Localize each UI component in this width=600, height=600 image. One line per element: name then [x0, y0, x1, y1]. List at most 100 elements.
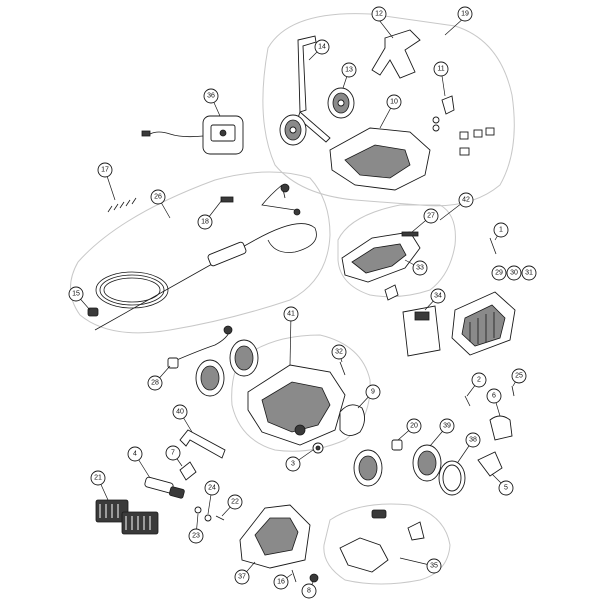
- callout-6: 6: [486, 388, 502, 404]
- svg-text:31: 31: [525, 270, 533, 277]
- callout-3: 3: [285, 456, 301, 472]
- svg-text:16: 16: [277, 579, 285, 586]
- svg-text:40: 40: [176, 409, 184, 416]
- motor-cable-part: [167, 325, 233, 369]
- callout-11: 11: [433, 61, 449, 77]
- svg-text:5: 5: [504, 485, 508, 492]
- callout-38: 38: [465, 432, 481, 448]
- wheel-cover-part: [464, 385, 515, 477]
- svg-text:19: 19: [461, 11, 469, 18]
- bracket-part: [179, 429, 226, 459]
- power-supply-part: [141, 115, 244, 155]
- svg-text:35: 35: [430, 563, 438, 570]
- svg-text:20: 20: [410, 423, 418, 430]
- svg-text:11: 11: [437, 66, 444, 73]
- washers-part: [194, 506, 225, 522]
- svg-text:34: 34: [434, 293, 442, 300]
- callout-5: 5: [498, 480, 514, 496]
- callout-23: 23: [188, 528, 204, 544]
- callout-1: 1: [493, 222, 509, 238]
- callout-32: 32: [331, 344, 347, 360]
- drive-motor-part: [339, 509, 425, 573]
- callout-30: 30: [506, 265, 522, 281]
- callout-34: 34: [430, 288, 446, 304]
- callout-41: 41: [283, 306, 299, 322]
- svg-text:10: 10: [390, 99, 398, 106]
- screw-part: [489, 237, 497, 255]
- svg-text:33: 33: [416, 265, 424, 272]
- caddy-clip-part: [371, 29, 421, 79]
- callout-29: 29: [491, 265, 507, 281]
- svg-text:22: 22: [231, 499, 239, 506]
- svg-text:1: 1: [499, 227, 503, 234]
- callout-16: 16: [273, 574, 289, 590]
- svg-text:3: 3: [291, 461, 295, 468]
- callout-2: 2: [471, 372, 487, 388]
- callout-15: 15: [68, 286, 84, 302]
- svg-text:9: 9: [371, 389, 375, 396]
- callout-40: 40: [172, 404, 188, 420]
- callout-19: 19: [457, 6, 473, 22]
- callout-9: 9: [365, 384, 381, 400]
- callout-12: 12: [371, 6, 387, 22]
- callout-13: 13: [341, 62, 357, 78]
- callout-26: 26: [150, 189, 166, 205]
- group-outline-body: [231, 334, 371, 452]
- svg-text:8: 8: [307, 588, 311, 595]
- robot-body-part: [247, 364, 346, 446]
- svg-text:15: 15: [72, 291, 80, 298]
- svg-text:14: 14: [318, 44, 326, 51]
- callout-28: 28: [147, 375, 163, 391]
- callout-33: 33: [412, 260, 428, 276]
- callout-27: 27: [423, 208, 439, 224]
- svg-text:36: 36: [207, 93, 215, 100]
- callout-10: 10: [386, 94, 402, 110]
- svg-text:2: 2: [477, 377, 481, 384]
- callout-4: 4: [127, 446, 143, 462]
- callout-14: 14: [314, 39, 330, 55]
- motor-housing-part: [239, 504, 311, 569]
- group-outlines: [70, 13, 515, 585]
- svg-text:17: 17: [101, 167, 109, 174]
- filter-frame-part: [402, 305, 441, 357]
- latch-part: [384, 284, 399, 301]
- svg-text:28: 28: [151, 380, 159, 387]
- cable-connector-part: [87, 307, 99, 317]
- group-outline-cable: [70, 171, 331, 334]
- clamp-part: [179, 461, 197, 481]
- callout-7: 7: [165, 445, 181, 461]
- axle-cap-part: [391, 439, 403, 451]
- filter-basket-part: [451, 291, 516, 356]
- callout-39: 39: [439, 418, 455, 434]
- svg-text:6: 6: [492, 393, 496, 400]
- fasteners-part: [107, 196, 234, 213]
- svg-text:41: 41: [287, 311, 295, 318]
- group-outline-top-cover: [337, 204, 456, 298]
- callout-35: 35: [426, 558, 442, 574]
- svg-text:4: 4: [133, 451, 137, 458]
- callout-25: 25: [511, 368, 527, 384]
- callout-21: 21: [90, 470, 106, 486]
- callout-24: 24: [204, 480, 220, 496]
- wheel-pair-part: [195, 339, 259, 397]
- tire-part: [438, 460, 466, 496]
- callout-22: 22: [227, 494, 243, 510]
- svg-text:23: 23: [192, 533, 200, 540]
- callout-31: 31: [521, 265, 537, 281]
- callout-17: 17: [97, 162, 113, 178]
- svg-text:30: 30: [510, 270, 518, 277]
- svg-text:18: 18: [201, 219, 209, 226]
- brushes-part: [95, 499, 159, 535]
- callout-37: 37: [234, 569, 250, 585]
- caddy-hardware-part: [432, 95, 495, 156]
- callout-8: 8: [301, 583, 317, 599]
- svg-text:21: 21: [94, 475, 102, 482]
- svg-text:27: 27: [427, 213, 435, 220]
- callout-36: 36: [203, 88, 219, 104]
- shaft-part: [144, 476, 185, 499]
- caddy-wheel-left-part: [279, 114, 307, 146]
- svg-text:29: 29: [495, 270, 503, 277]
- body-small-parts: [339, 361, 365, 436]
- group-outline-motor-block: [323, 503, 451, 585]
